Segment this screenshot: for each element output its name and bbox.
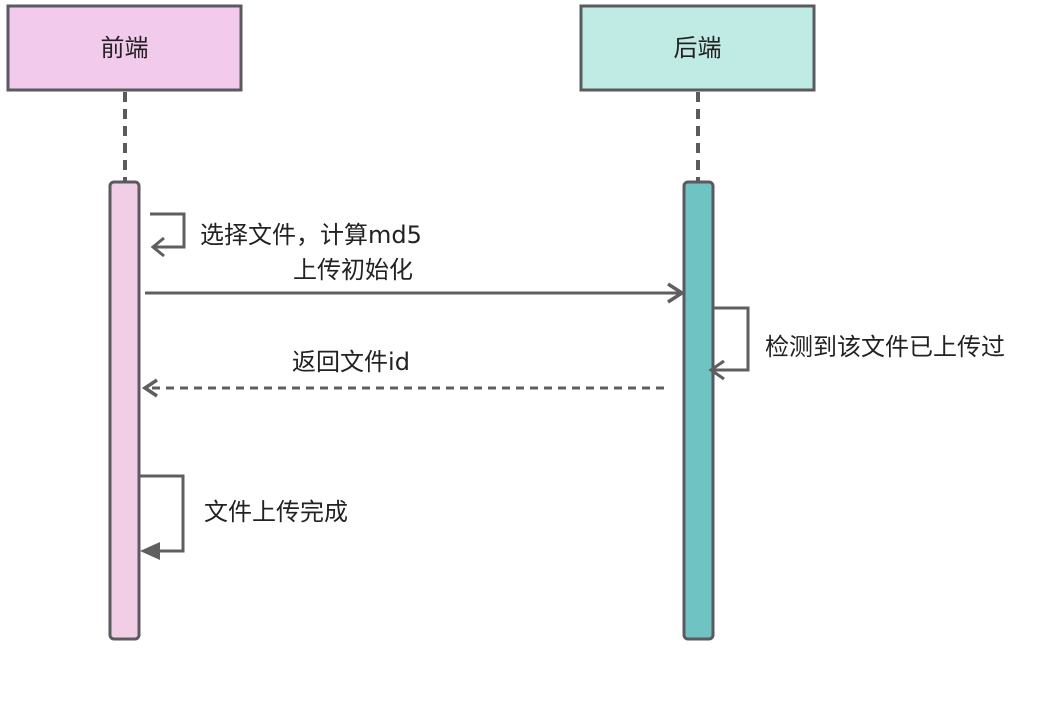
- message-upload-complete: 文件上传完成: [140, 474, 348, 560]
- message-label: 返回文件id: [292, 348, 410, 376]
- participant-frontend[interactable]: 前端: [6, 4, 243, 92]
- participant-backend[interactable]: 后端: [579, 4, 816, 92]
- message-label: 选择文件，计算md5: [200, 221, 422, 249]
- self-message-arrow: [140, 474, 185, 553]
- message-upload-init: 上传初始化: [145, 256, 686, 304]
- participant-backend-label: 后端: [674, 34, 722, 62]
- message-label: 文件上传完成: [204, 498, 348, 526]
- arrowhead-open-icon: [150, 236, 165, 258]
- self-message-arrow: [150, 212, 186, 249]
- message-select-file: 选择文件，计算md5: [150, 212, 422, 258]
- message-return-file-id: 返回文件id: [141, 348, 664, 398]
- arrowhead-filled-icon: [140, 542, 160, 560]
- message-detect-uploaded: 检测到该文件已上传过: [708, 306, 1005, 381]
- message-label: 上传初始化: [293, 256, 413, 284]
- participant-frontend-box: [6, 4, 243, 92]
- self-message-arrow: [711, 306, 750, 372]
- participant-frontend-label: 前端: [101, 34, 149, 62]
- arrowhead-open-icon: [667, 282, 686, 304]
- arrowhead-open-icon: [708, 359, 725, 381]
- arrowhead-open-icon: [141, 378, 158, 398]
- participant-backend-box: [579, 4, 816, 92]
- activation-bar-backend: [682, 180, 715, 641]
- message-label: 检测到该文件已上传过: [765, 333, 1005, 361]
- activation-bar-frontend: [108, 180, 141, 641]
